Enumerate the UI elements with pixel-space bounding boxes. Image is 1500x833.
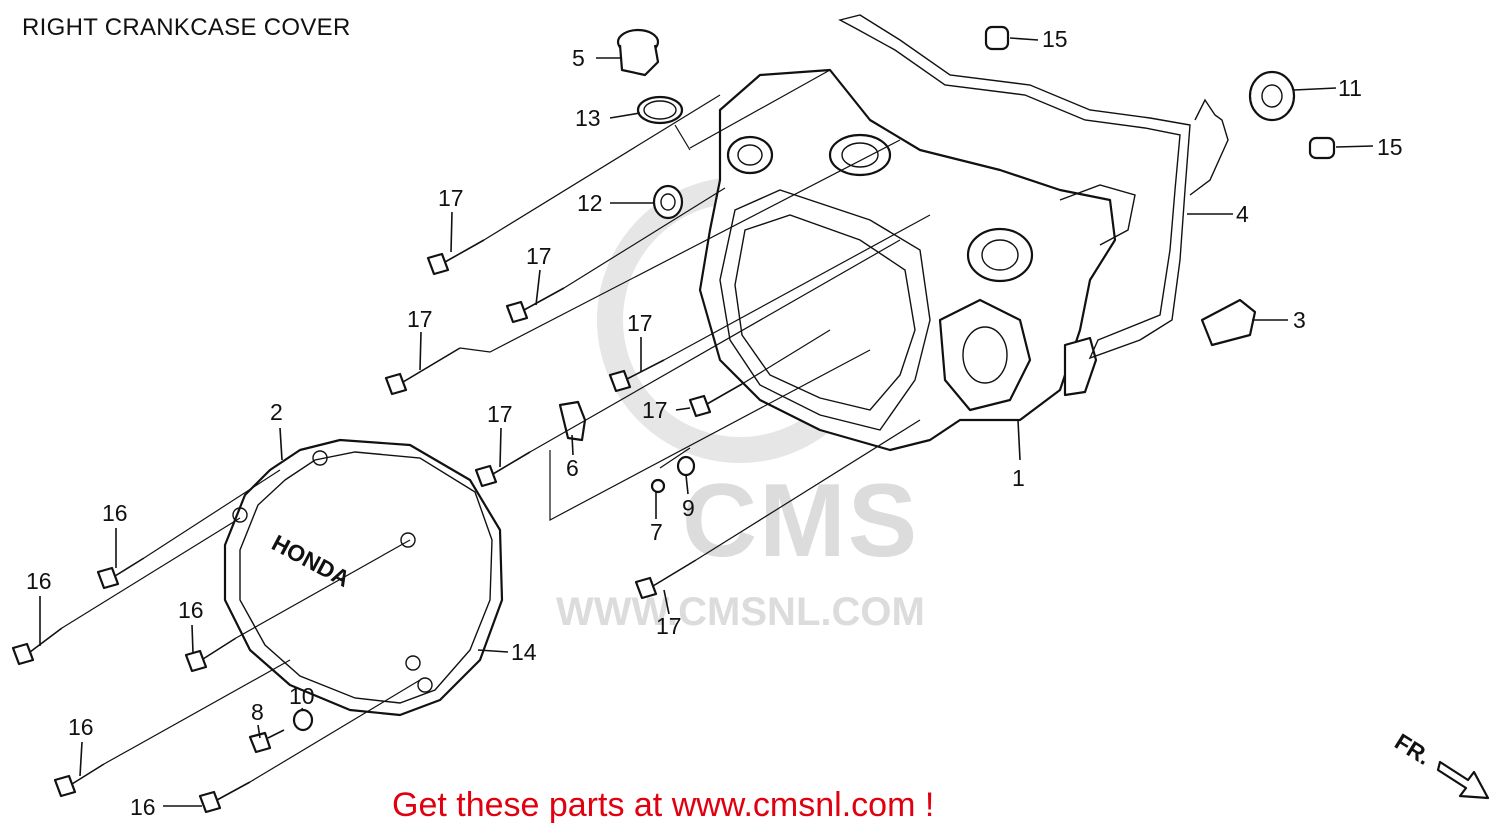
callout-labels: 1 2 3 4 5 6 7 8 9 10 11 12 13 14 15 15 1…: [26, 26, 1403, 820]
callout-1: 1: [1012, 465, 1025, 491]
callout-6: 6: [566, 455, 579, 481]
callout-5: 5: [572, 45, 585, 71]
callout-12: 12: [577, 190, 603, 216]
washer-part[interactable]: [676, 455, 696, 477]
bolt-8-part[interactable]: [248, 729, 285, 754]
bolts-group[interactable]: [11, 239, 743, 814]
front-direction-marker: FR.: [1390, 728, 1490, 800]
rubber-plug-part[interactable]: [1200, 298, 1257, 347]
callout-11: 11: [1338, 75, 1362, 101]
callout-17-f: 17: [656, 613, 682, 639]
callout-7: 7: [650, 519, 663, 545]
bearing-part[interactable]: [1248, 70, 1296, 122]
callout-16-e: 16: [130, 794, 156, 820]
callout-17-d: 17: [642, 397, 668, 423]
callout-3: 3: [1293, 307, 1306, 333]
screw-part[interactable]: [650, 478, 666, 494]
washer-10-part[interactable]: [292, 708, 314, 732]
callout-17-b: 17: [526, 243, 552, 269]
callout-2: 2: [270, 399, 283, 425]
callout-14: 14: [511, 639, 537, 665]
clamp-part[interactable]: [558, 400, 587, 442]
front-marker-text: FR.: [1390, 728, 1435, 770]
diagram-title: RIGHT CRANKCASE COVER: [22, 14, 351, 41]
callout-16-a: 16: [102, 500, 128, 526]
callout-18: 17: [407, 306, 433, 332]
callout-16-b: 16: [26, 568, 52, 594]
front-arrow-icon: [1436, 760, 1490, 800]
callout-10: 10: [289, 683, 315, 709]
callout-15-top: 15: [1042, 26, 1068, 52]
watermark-logo: CMS: [682, 463, 920, 579]
crankcase-cover-part[interactable]: [698, 68, 1136, 452]
oil-filler-cap-part[interactable]: [616, 28, 660, 77]
guide-lines: [61, 69, 931, 783]
callout-9: 9: [682, 495, 695, 521]
callout-17-e: 17: [487, 401, 513, 427]
callout-16-c: 16: [178, 597, 204, 623]
o-ring-part[interactable]: [636, 95, 684, 125]
callout-17-a: 17: [438, 185, 464, 211]
callout-15-right: 15: [1377, 134, 1403, 160]
dowel-pin-right-part[interactable]: [1308, 136, 1336, 160]
callout-16-d: 16: [68, 714, 94, 740]
outer-cover-part[interactable]: HONDA: [223, 438, 504, 717]
callout-4: 4: [1236, 201, 1249, 227]
callout-17-c: 17: [627, 310, 653, 336]
callout-13: 13: [575, 105, 601, 131]
watermark-url: WWW.CMSNL.COM: [556, 590, 925, 634]
oil-seal-part[interactable]: [652, 184, 684, 220]
footer-link-text[interactable]: Get these parts at www.cmsnl.com !: [392, 786, 935, 824]
gasket-part[interactable]: [838, 14, 1229, 360]
leader-lines: [39, 37, 1374, 807]
callout-8: 8: [251, 699, 264, 725]
dowel-pin-top-part[interactable]: [984, 25, 1010, 51]
